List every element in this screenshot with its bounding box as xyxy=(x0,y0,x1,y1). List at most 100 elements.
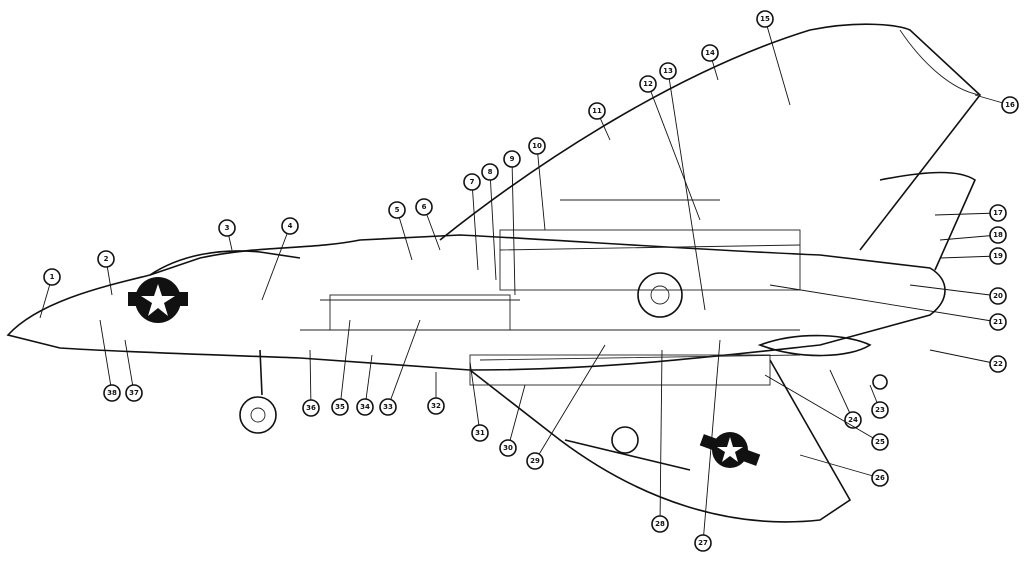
callout-number: 13 xyxy=(663,67,673,75)
callout-number: 38 xyxy=(107,389,117,397)
callout-circle xyxy=(871,401,889,419)
leader-line xyxy=(799,454,881,479)
leader-line xyxy=(939,234,999,241)
callout-23: 23 xyxy=(869,384,889,419)
leader-line xyxy=(387,319,421,408)
callout-4: 4 xyxy=(261,217,299,301)
callout-number: 16 xyxy=(1005,101,1015,109)
callout-33: 33 xyxy=(379,319,421,416)
callout-circle xyxy=(989,247,1007,265)
leader-line xyxy=(489,171,497,281)
callout-11: 11 xyxy=(588,102,611,141)
callout-circle xyxy=(871,469,889,487)
leader-line xyxy=(339,319,351,408)
star-insignia-icon xyxy=(699,432,761,468)
leader-line xyxy=(124,339,135,394)
leader-line xyxy=(261,225,291,301)
callout-circle xyxy=(43,268,61,286)
callout-6: 6 xyxy=(415,198,441,251)
callout-number: 8 xyxy=(488,168,493,176)
leader-line xyxy=(769,284,999,323)
leader-line xyxy=(829,369,854,421)
callout-27: 27 xyxy=(694,339,721,552)
callout-circle xyxy=(356,398,374,416)
callout-2: 2 xyxy=(97,250,115,296)
callout-circle xyxy=(989,204,1007,222)
callout-circle xyxy=(526,452,544,470)
callout-number: 28 xyxy=(655,520,665,528)
leader-line xyxy=(934,212,999,216)
callout-9: 9 xyxy=(503,150,521,296)
callout-number: 30 xyxy=(503,444,513,452)
callout-number: 33 xyxy=(383,403,393,411)
callout-circle xyxy=(302,399,320,417)
callout-circle xyxy=(871,433,889,451)
callout-10: 10 xyxy=(528,137,546,231)
callout-number: 25 xyxy=(875,438,885,446)
callout-circle xyxy=(463,173,481,191)
callout-number: 4 xyxy=(288,222,293,230)
callout-number: 7 xyxy=(470,178,475,186)
callout-3: 3 xyxy=(218,219,236,251)
callout-circle xyxy=(415,198,433,216)
callout-circle xyxy=(528,137,546,155)
callout-number: 17 xyxy=(993,209,1003,217)
leader-line xyxy=(469,361,481,434)
callout-29: 29 xyxy=(526,344,606,470)
callout-circle xyxy=(125,384,143,402)
aircraft-outline xyxy=(6,23,982,523)
callout-circle xyxy=(989,355,1007,373)
callout-36: 36 xyxy=(302,349,320,417)
leader-line xyxy=(659,349,663,525)
leader-line xyxy=(764,374,881,443)
callout-25: 25 xyxy=(764,374,889,451)
callout-circle xyxy=(471,424,489,442)
callout-number: 9 xyxy=(510,155,515,163)
leader-line xyxy=(939,255,999,259)
leader-line xyxy=(536,145,546,231)
leader-line xyxy=(929,349,999,365)
callout-circle xyxy=(97,250,115,268)
callout-circle xyxy=(103,384,121,402)
leader-line xyxy=(511,158,516,296)
callout-number: 3 xyxy=(225,224,230,232)
callout-circle xyxy=(1001,96,1019,114)
callout-number: 29 xyxy=(530,457,540,465)
leader-line xyxy=(99,319,113,394)
star-insignia-icon xyxy=(128,277,188,323)
callout-35: 35 xyxy=(331,319,351,416)
callout-number: 35 xyxy=(335,403,345,411)
callout-26: 26 xyxy=(799,454,889,487)
callout-circle xyxy=(499,439,517,457)
callout-21: 21 xyxy=(769,284,1007,331)
callout-24: 24 xyxy=(829,369,862,429)
callout-circle xyxy=(989,313,1007,331)
callout-number: 22 xyxy=(993,360,1003,368)
callout-circle xyxy=(427,397,445,415)
callout-circle xyxy=(989,287,1007,305)
callout-number: 14 xyxy=(705,49,715,57)
callout-number: 23 xyxy=(875,406,885,414)
leader-line xyxy=(471,181,479,271)
callout-20: 20 xyxy=(909,284,1007,305)
callout-circle xyxy=(639,75,657,93)
callout-14: 14 xyxy=(701,44,719,81)
callout-circle xyxy=(379,398,397,416)
callout-number: 15 xyxy=(760,15,770,23)
callout-5: 5 xyxy=(388,201,413,261)
callout-number: 34 xyxy=(360,403,370,411)
callout-22: 22 xyxy=(929,349,1007,373)
leader-line xyxy=(534,344,606,462)
callout-number: 12 xyxy=(643,80,653,88)
callout-circle xyxy=(659,62,677,80)
leader-line xyxy=(764,18,791,106)
callout-17: 17 xyxy=(934,204,1007,222)
callout-38: 38 xyxy=(99,319,121,402)
callout-number: 6 xyxy=(422,203,427,211)
callout-18: 18 xyxy=(939,226,1007,244)
leader-line xyxy=(702,339,721,544)
callout-31: 31 xyxy=(469,361,489,442)
callout-circle xyxy=(701,44,719,62)
